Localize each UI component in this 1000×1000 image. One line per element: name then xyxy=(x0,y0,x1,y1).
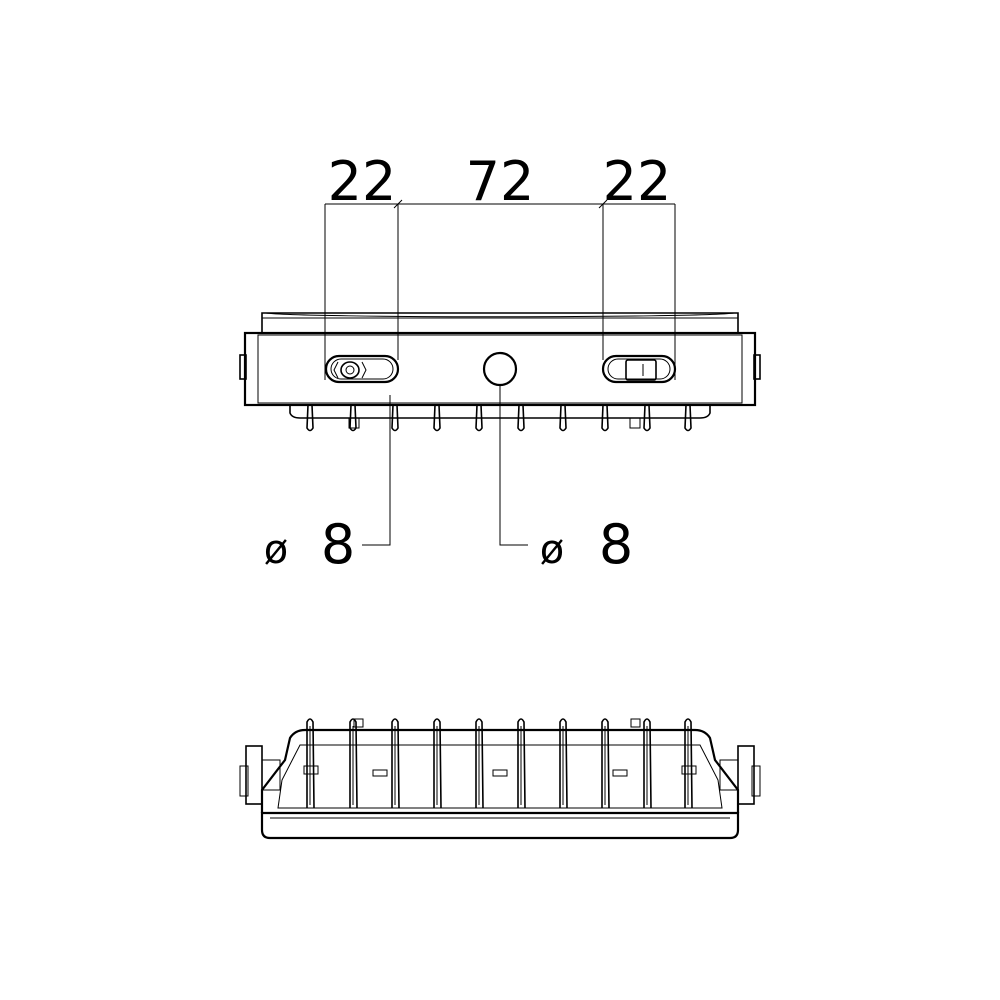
front-fin xyxy=(306,404,314,432)
side-fin xyxy=(391,718,400,809)
left-diameter-symbol: ø xyxy=(264,527,288,573)
side-fin xyxy=(643,718,652,809)
center-diameter-symbol: ø xyxy=(540,527,564,573)
front-fin xyxy=(643,404,651,432)
side-view-fins xyxy=(306,718,693,809)
front-fin xyxy=(433,404,441,432)
side-fin xyxy=(517,718,526,809)
side-fin xyxy=(475,718,484,809)
side-fin-tab xyxy=(630,718,641,728)
dimension-right-label: 22 xyxy=(603,150,672,213)
center-diameter-value: 8 xyxy=(599,513,633,576)
front-fin-tab xyxy=(629,417,641,429)
dimension-left-label: 22 xyxy=(328,150,397,213)
dimension-lines xyxy=(324,199,676,380)
side-fin xyxy=(601,718,610,809)
front-fin-tab xyxy=(348,417,360,429)
side-fin-tab xyxy=(353,718,364,728)
front-fin xyxy=(475,404,483,432)
side-fin xyxy=(433,718,442,809)
front-fin xyxy=(684,404,692,432)
side-view xyxy=(239,728,761,840)
front-fin xyxy=(517,404,525,432)
side-fin xyxy=(684,718,693,809)
front-fin xyxy=(601,404,609,432)
front-fin xyxy=(391,404,399,432)
side-fin xyxy=(559,718,568,809)
left-diameter-value: 8 xyxy=(321,513,355,576)
leader-lines xyxy=(362,385,528,546)
side-fin xyxy=(349,718,358,809)
dimension-center-label: 72 xyxy=(466,150,535,213)
side-fin xyxy=(306,718,315,809)
front-fin xyxy=(559,404,567,432)
front-view-fins xyxy=(306,404,692,432)
